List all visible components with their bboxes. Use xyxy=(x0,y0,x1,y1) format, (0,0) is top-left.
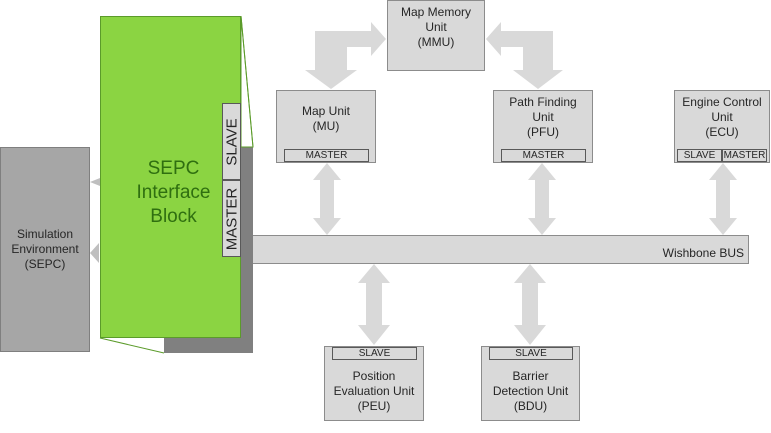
ecu-label: Engine Control Unit (ECU) xyxy=(675,91,769,140)
mmu-line-1: Map Memory xyxy=(400,5,471,19)
ecu-line-1: Engine Control xyxy=(682,95,762,109)
simulation-environment-box[interactable]: Simulation Environment (SEPC) xyxy=(0,147,90,352)
arrow-mmu-pfu xyxy=(486,22,563,89)
pfu-line-1: Path Finding xyxy=(509,95,577,109)
mmu-line-3: (MMU) xyxy=(417,35,455,49)
sepc-block-shadow-bottom xyxy=(164,338,253,353)
mu-line-2: (MU) xyxy=(312,119,340,133)
pfu-label: Path Finding Unit (PFU) xyxy=(494,91,592,140)
mu-label: Map Unit (MU) xyxy=(277,91,375,134)
sepc-master-port: MASTER xyxy=(222,180,241,257)
sepc-interface-block-title: SEPC Interface Block xyxy=(121,157,226,229)
peu-box[interactable]: SLAVE Position Evaluation Unit (PEU) xyxy=(324,346,424,421)
pfu-line-3: (PFU) xyxy=(527,125,559,139)
bdu-line-3: (BDU) xyxy=(513,399,548,413)
peu-line-3: (PEU) xyxy=(357,399,391,413)
mu-master-port: MASTER xyxy=(284,149,369,162)
arrow-sim-top-tip xyxy=(90,178,100,186)
simulation-environment-label: Simulation Environment (SEPC) xyxy=(11,227,78,272)
wishbone-bus[interactable]: Wishbone BUS xyxy=(250,235,749,264)
sepc-slave-port: SLAVE xyxy=(222,103,241,180)
sepc-title-line-3: Block xyxy=(150,206,197,227)
pfu-line-2: Unit xyxy=(532,110,554,124)
peu-line-2: Evaluation Unit xyxy=(333,384,415,398)
mu-line-1: Map Unit xyxy=(301,104,351,118)
peu-line-1: Position xyxy=(352,369,396,383)
arrow-mu-bus xyxy=(313,163,341,235)
peu-label: Position Evaluation Unit (PEU) xyxy=(325,347,423,414)
peu-slave-port: SLAVE xyxy=(332,347,417,360)
bdu-label: Barrier Detection Unit (BDU) xyxy=(482,347,579,414)
ecu-box[interactable]: Engine Control Unit (ECU) SLAVE MASTER xyxy=(674,90,770,163)
sepc-interface-block[interactable]: SEPC Interface Block xyxy=(100,16,241,338)
mmu-line-2: Unit xyxy=(425,20,447,34)
ecu-master-port: MASTER xyxy=(722,149,767,162)
ecu-line-2: Unit xyxy=(711,110,733,124)
sepc-slave-port-label: SLAVE xyxy=(223,117,240,166)
ecu-slave-port: SLAVE xyxy=(677,149,722,162)
arrow-mmu-mu xyxy=(305,22,386,89)
sepc-master-port-label: MASTER xyxy=(223,187,240,250)
wishbone-bus-label: Wishbone BUS xyxy=(662,246,744,260)
pfu-box[interactable]: Path Finding Unit (PFU) MASTER xyxy=(493,90,593,163)
bdu-line-2: Detection Unit xyxy=(492,384,569,398)
arrow-bus-bdu xyxy=(514,264,546,345)
sim-line-2: Environment xyxy=(11,242,79,256)
sim-line-3: (SEPC) xyxy=(24,257,66,271)
ecu-line-3: (ECU) xyxy=(705,125,739,139)
mmu-box[interactable]: Map Memory Unit (MMU) xyxy=(387,0,485,71)
pfu-master-port: MASTER xyxy=(501,149,586,162)
arrow-ecu-bus xyxy=(709,163,737,235)
arrow-bus-peu xyxy=(358,264,390,345)
sepc-title-line-1: SEPC xyxy=(147,158,200,179)
arrow-pfu-bus xyxy=(528,163,556,235)
sepc-title-line-2: Interface xyxy=(136,182,211,203)
bdu-box[interactable]: SLAVE Barrier Detection Unit (BDU) xyxy=(481,346,580,421)
bdu-slave-port: SLAVE xyxy=(489,347,573,360)
mmu-label: Map Memory Unit (MMU) xyxy=(388,1,484,50)
mu-box[interactable]: Map Unit (MU) MASTER xyxy=(276,90,376,163)
bdu-line-1: Barrier xyxy=(512,369,549,383)
sepc-block-shadow-side xyxy=(240,147,253,353)
sim-line-1: Simulation xyxy=(16,227,74,241)
arrow-sim-left-tip xyxy=(90,243,99,263)
